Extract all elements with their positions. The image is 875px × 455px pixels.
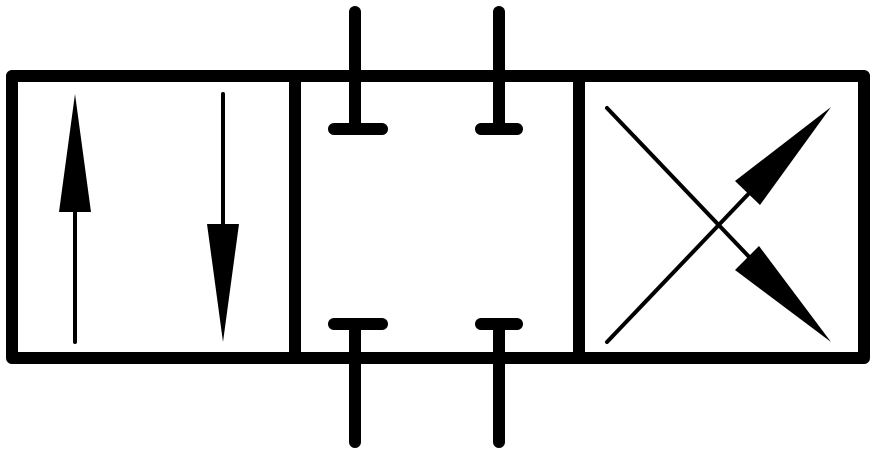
envelope-center-blocked bbox=[328, 123, 523, 330]
envelope-right-cross bbox=[605, 106, 831, 344]
envelope-left-parallel bbox=[59, 92, 239, 344]
valve-body-outline bbox=[6, 70, 870, 364]
port-connections bbox=[349, 6, 505, 448]
arrow-up-icon bbox=[59, 94, 91, 212]
arrow-down-icon bbox=[207, 224, 239, 342]
flow-line-down-right bbox=[605, 106, 756, 264]
flow-line-up-right bbox=[605, 185, 757, 344]
arrow-down-right-icon bbox=[735, 246, 831, 342]
arrow-up-right-icon bbox=[735, 107, 831, 205]
